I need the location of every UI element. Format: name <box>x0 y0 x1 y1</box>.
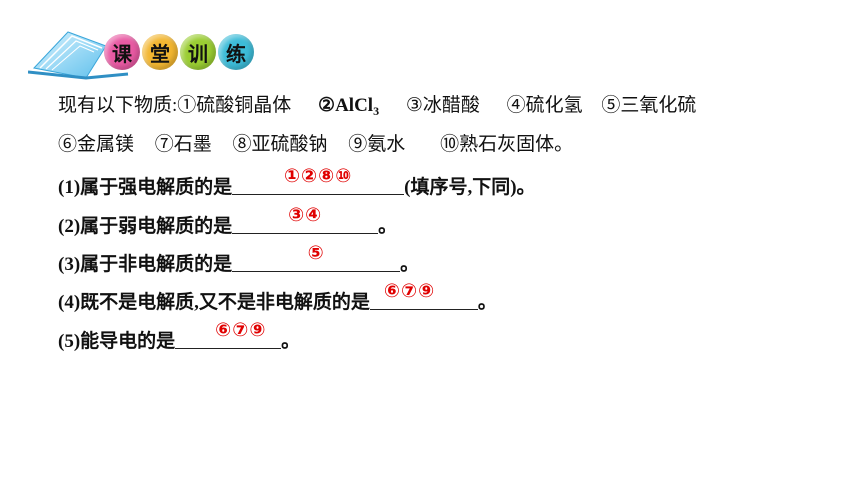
question-4: (4)既不是电解质,又不是非电解质的是 ⑥⑦⑨ 。 <box>58 280 497 315</box>
answer-3: ⑤ <box>307 242 325 264</box>
answer-blank-2: ③④ <box>232 204 379 234</box>
answer-blank-4: ⑥⑦⑨ <box>369 280 478 310</box>
answer-2: ③④ <box>288 204 323 226</box>
substance-8: ⑧亚硫酸钠 <box>232 134 328 155</box>
banner-char-3: 训 <box>180 34 216 70</box>
substance-5: ⑤三氧化硫 <box>601 95 697 116</box>
question-2-label: (2)属于弱电解质的是 <box>58 216 233 237</box>
answer-5: ⑥⑦⑨ <box>215 319 267 341</box>
banner-char-4: 练 <box>218 34 254 70</box>
question-4-label: (4)既不是电解质,又不是非电解质的是 <box>58 292 370 313</box>
question-2: (2)属于弱电解质的是 ③④ 。 <box>58 204 398 239</box>
intro-line-2: ⑥金属镁 ⑦石墨 ⑧亚硫酸钠 ⑨氨水 ⑩熟石灰固体。 <box>58 133 573 157</box>
banner-char-1: 课 <box>104 34 140 70</box>
question-4-suffix: 。 <box>477 292 497 313</box>
question-3-label: (3)属于非电解质的是 <box>58 254 233 275</box>
banner-title: 课 堂 训 练 <box>104 34 254 70</box>
lesson-banner: 课 堂 训 练 <box>28 22 258 80</box>
question-5-suffix: 。 <box>281 331 301 352</box>
question-1: (1)属于强电解质的是 ①②⑧⑩ (填序号,下同)。 <box>58 165 536 200</box>
substance-6: ⑥金属镁 <box>58 134 135 155</box>
question-1-suffix: (填序号,下同)。 <box>404 177 536 198</box>
answer-blank-5: ⑥⑦⑨ <box>175 319 282 349</box>
answer-blank-1: ①②⑧⑩ <box>232 165 405 195</box>
substance-3: ③冰醋酸 <box>405 95 480 116</box>
answer-1: ①②⑧⑩ <box>283 165 353 187</box>
question-5: (5)能导电的是 ⑥⑦⑨ 。 <box>58 319 301 354</box>
intro-line-1: 现有以下物质:①硫酸铜晶体 ②AlCl3 ③冰醋酸 ④硫化氢 ⑤三氧化硫 <box>58 94 696 123</box>
substance-1: ①硫酸铜晶体 <box>177 95 292 116</box>
answer-blank-3: ⑤ <box>232 242 401 272</box>
question-2-suffix: 。 <box>378 216 398 237</box>
substance-2: ②AlCl <box>318 95 374 116</box>
question-3: (3)属于非电解质的是 ⑤ 。 <box>58 242 420 277</box>
answer-4: ⑥⑦⑨ <box>383 280 436 302</box>
open-book-icon <box>28 31 129 80</box>
substance-2-subscript: 3 <box>373 104 380 118</box>
substance-7: ⑦石墨 <box>154 134 212 155</box>
banner-char-2: 堂 <box>142 34 178 70</box>
question-1-label: (1)属于强电解质的是 <box>58 177 233 198</box>
question-5-label: (5)能导电的是 <box>58 331 176 352</box>
substance-4: ④硫化氢 <box>506 95 583 116</box>
question-3-suffix: 。 <box>400 254 420 275</box>
intro-prefix: 现有以下物质: <box>58 95 178 116</box>
substance-10: ⑩熟石灰固体。 <box>440 134 574 155</box>
substance-9: ⑨氨水 <box>348 134 406 155</box>
